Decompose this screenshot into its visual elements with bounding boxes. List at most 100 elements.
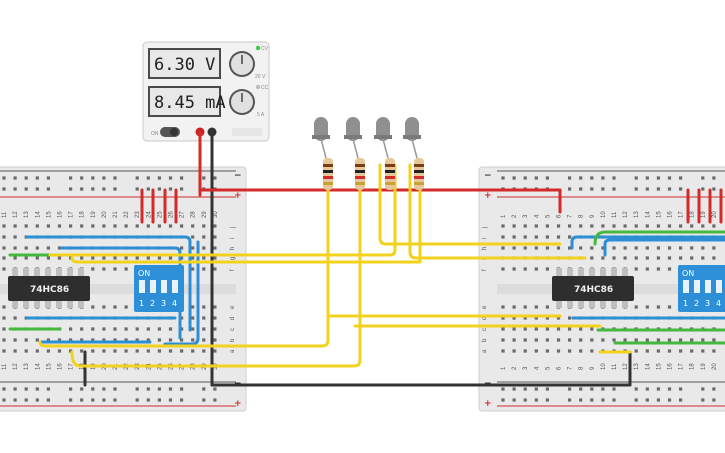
lb-col-num-top: 30 [213, 211, 219, 218]
lb-col-num-top: 22 [124, 211, 130, 218]
left-dip-num-4: 4 [172, 299, 177, 308]
cc-indicator-led [255, 84, 261, 90]
rb-col-num-top: 1 [501, 214, 507, 218]
max-current-label: 5 A [257, 112, 265, 118]
rb-col-num-bottom: 3 [523, 366, 529, 370]
lb-col-num-top: 12 [13, 211, 19, 218]
rb-row-letter: j [482, 227, 488, 229]
rb-col-num-bottom: 10 [601, 363, 607, 370]
left-dip-toggle-3[interactable] [161, 280, 167, 293]
lb-col-num-top: 26 [169, 211, 175, 218]
lb-col-num-bottom: 15 [46, 363, 52, 370]
wires[interactable] [8, 130, 725, 387]
rb-col-num-bottom: 11 [612, 363, 618, 370]
lb-row-letter: e [230, 305, 236, 309]
led-array[interactable] [312, 117, 421, 159]
left-dip-toggle-1[interactable] [139, 280, 145, 293]
resistor-array[interactable] [323, 158, 424, 190]
rb-row-letter: a [482, 349, 488, 353]
lb-col-num-top: 16 [58, 211, 64, 218]
rb-col-num-bottom: 5 [545, 366, 551, 370]
led-1[interactable] [312, 117, 330, 159]
rb-col-num-top: 19 [701, 211, 707, 218]
rb-row-letter: d [482, 317, 488, 320]
left-dip-num-3: 3 [161, 299, 166, 308]
left-chip-label: 74HC86 [30, 285, 69, 295]
led-4[interactable] [403, 117, 421, 159]
rb-col-num-bottom: 15 [656, 363, 662, 370]
voltage-readout: 6.30 V [154, 55, 215, 75]
rb-col-num-top: 11 [612, 211, 618, 218]
led-2[interactable] [344, 117, 362, 159]
rb-col-num-top: 13 [634, 211, 640, 218]
left-rail-plus-bottom: + [234, 399, 242, 409]
lb-col-num-top: 24 [146, 211, 152, 218]
rb-col-num-bottom: 9 [590, 366, 596, 370]
rb-col-num-top: 7 [568, 214, 574, 218]
lb-col-num-bottom: 13 [24, 363, 30, 370]
rb-col-num-bottom: 17 [679, 363, 685, 370]
lb-row-letter: b [230, 338, 236, 342]
lb-col-num-bottom: 16 [58, 363, 64, 370]
right-dip-toggle-2[interactable] [694, 280, 700, 293]
rb-col-num-bottom: 20 [712, 363, 718, 370]
power-supply[interactable]: 6.30 V 8.45 mA CV CC 20 V 5 A ON [142, 41, 270, 142]
left-dip-toggle-4[interactable] [172, 280, 178, 293]
rb-col-num-bottom: 7 [568, 366, 574, 370]
lb-col-num-bottom: 11 [2, 363, 8, 370]
rb-col-num-top: 15 [656, 211, 662, 218]
rb-col-num-bottom: 13 [634, 363, 640, 370]
rb-col-num-bottom: 6 [557, 366, 563, 370]
rb-col-num-top: 2 [512, 214, 518, 218]
left-dip-toggle-2[interactable] [150, 280, 156, 293]
lb-col-num-top: 18 [80, 211, 86, 218]
right-dip-toggle-1[interactable] [683, 280, 689, 293]
current-display [150, 88, 219, 115]
max-voltage-label: 20 V [255, 74, 266, 80]
lb-col-num-top: 15 [46, 211, 52, 218]
lb-col-num-top: 23 [135, 211, 141, 218]
cv-label: CV [261, 46, 269, 52]
lb-col-num-top: 28 [191, 211, 197, 218]
cc-label: CC [261, 85, 269, 91]
rb-row-letter: h [482, 247, 488, 250]
rb-col-num-bottom: 4 [534, 366, 540, 370]
right-rail-plus-bottom: + [484, 399, 492, 409]
lb-col-num-top: 17 [69, 211, 75, 218]
rb-row-letter: f [482, 269, 488, 271]
rb-col-num-top: 6 [557, 214, 563, 218]
left-chip-74hc86[interactable]: 74HC86 [8, 268, 90, 308]
resistor-2[interactable] [355, 158, 365, 190]
right-dip-toggle-3[interactable] [705, 280, 711, 293]
left-dip-num-2: 2 [150, 299, 155, 308]
resistor-1[interactable] [323, 158, 333, 190]
rb-col-num-top: 14 [645, 211, 651, 218]
rb-col-num-bottom: 8 [579, 366, 585, 370]
rb-col-num-top: 4 [534, 214, 540, 218]
lb-row-letter: a [230, 349, 236, 353]
lb-row-letter: h [230, 247, 236, 250]
right-chip-74hc86[interactable]: 74HC86 [552, 268, 634, 308]
rb-col-num-bottom: 14 [645, 363, 651, 370]
right-dip-toggle-4[interactable] [716, 280, 722, 293]
lb-col-num-top: 27 [180, 211, 186, 218]
lb-col-num-bottom: 14 [35, 363, 41, 370]
rb-col-num-top: 9 [590, 214, 596, 218]
lb-col-num-top: 13 [24, 211, 30, 218]
led-3[interactable] [374, 117, 392, 159]
rb-col-num-bottom: 2 [512, 366, 518, 370]
left-dip-switch[interactable]: ON 1 2 3 4 [134, 265, 184, 312]
lb-row-letter: g [230, 257, 236, 260]
left-rail-plus-top: + [234, 191, 242, 201]
resistor-3[interactable] [385, 158, 395, 190]
resistor-4[interactable] [414, 158, 424, 190]
rb-col-num-top: 3 [523, 214, 529, 218]
right-dip-switch[interactable]: ON 1 2 3 4 [678, 265, 725, 312]
right-column-numbers: 1122334455667788991010111112121313141415… [501, 211, 718, 370]
right-dip-num-2: 2 [694, 299, 699, 308]
lb-col-num-top: 20 [102, 211, 108, 218]
lb-col-num-top: 14 [35, 211, 41, 218]
right-chip-label: 74HC86 [574, 285, 613, 295]
